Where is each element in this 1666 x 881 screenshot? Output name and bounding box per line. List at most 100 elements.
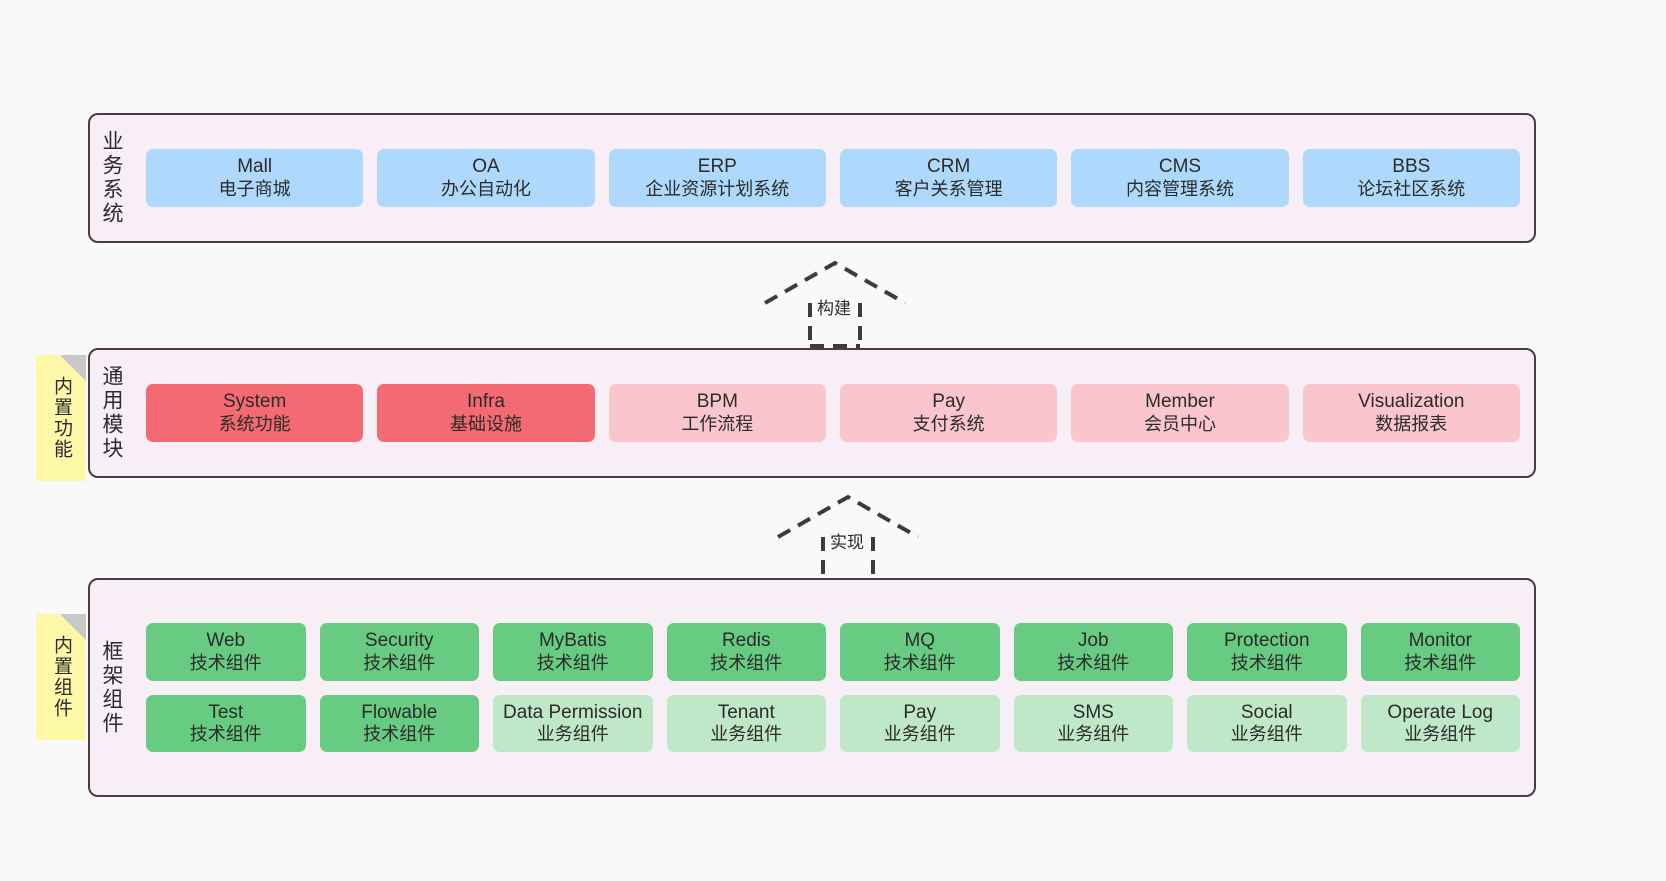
node-title: BPM — [696, 391, 738, 413]
node-test[interactable]: Test 技术组件 — [146, 694, 306, 752]
node-title: BBS — [1392, 156, 1431, 178]
layer-body-common-modules: System 系统功能 Infra 基础设施 BPM 工作流程 Pay 支付系统… — [132, 350, 1534, 476]
node-subtitle: 系统功能 — [218, 413, 291, 434]
node-protection[interactable]: Protection 技术组件 — [1187, 623, 1347, 681]
node-subtitle: 技术组件 — [363, 723, 436, 744]
node-social[interactable]: Social 业务组件 — [1187, 694, 1347, 752]
node-subtitle: 内容管理系统 — [1125, 178, 1234, 199]
node-subtitle: 业务组件 — [710, 723, 783, 744]
node-title: Test — [208, 701, 244, 723]
node-subtitle: 技术组件 — [536, 652, 609, 673]
node-subtitle: 技术组件 — [1230, 652, 1303, 673]
node-row: Mall 电子商城 OA 办公自动化 ERP 企业资源计划系统 CRM 客户关系… — [146, 149, 1520, 207]
layer-business-systems[interactable]: 业务系统 Mall 电子商城 OA 办公自动化 ERP 企业资源计划系统 CRM… — [88, 113, 1536, 243]
node-tenant[interactable]: Tenant 业务组件 — [666, 694, 826, 752]
node-sms[interactable]: SMS 业务组件 — [1013, 694, 1173, 752]
sticky-note-label: 内置功能 — [50, 376, 72, 460]
node-subtitle: 数据报表 — [1375, 413, 1448, 434]
layer-body-framework-components: Web 技术组件 Security 技术组件 MyBatis 技术组件 Redi… — [132, 580, 1534, 795]
node-subtitle: 业务组件 — [883, 723, 956, 744]
node-visualization[interactable]: Visualization 数据报表 — [1302, 384, 1520, 442]
node-subtitle: 技术组件 — [883, 652, 956, 673]
layer-label-common-modules: 通用模块 — [100, 365, 124, 461]
node-title: Tenant — [717, 701, 775, 723]
node-member[interactable]: Member 会员中心 — [1071, 384, 1289, 442]
node-title: Protection — [1223, 630, 1310, 652]
node-subtitle: 会员中心 — [1143, 413, 1216, 434]
node-title: SMS — [1072, 701, 1114, 723]
node-title: Infra — [466, 391, 505, 413]
node-title: CMS — [1158, 156, 1202, 178]
node-oa[interactable]: OA 办公自动化 — [377, 149, 595, 207]
node-subtitle: 基础设施 — [449, 413, 522, 434]
node-security[interactable]: Security 技术组件 — [319, 623, 479, 681]
node-subtitle: 技术组件 — [710, 652, 783, 673]
node-row: Test 技术组件 Flowable 技术组件 Data Permission … — [146, 694, 1520, 752]
node-title: ERP — [697, 156, 737, 178]
node-mq[interactable]: MQ 技术组件 — [840, 623, 1000, 681]
node-subtitle: 论坛社区系统 — [1357, 178, 1466, 199]
node-subtitle: 技术组件 — [1404, 652, 1477, 673]
node-subtitle: 技术组件 — [363, 652, 436, 673]
node-subtitle: 业务组件 — [1230, 723, 1303, 744]
node-title: Pay — [932, 391, 966, 413]
node-title: Member — [1145, 391, 1215, 413]
node-infra[interactable]: Infra 基础设施 — [377, 384, 595, 442]
node-subtitle: 技术组件 — [1057, 652, 1130, 673]
node-title: Job — [1077, 630, 1109, 652]
node-subtitle: 业务组件 — [1057, 723, 1130, 744]
node-crm[interactable]: CRM 客户关系管理 — [839, 149, 1058, 207]
node-flowable[interactable]: Flowable 技术组件 — [319, 694, 479, 752]
node-mall[interactable]: Mall 电子商城 — [146, 149, 364, 207]
layer-body-business-systems: Mall 电子商城 OA 办公自动化 ERP 企业资源计划系统 CRM 客户关系… — [132, 115, 1534, 241]
node-title: CRM — [927, 156, 971, 178]
node-monitor[interactable]: Monitor 技术组件 — [1360, 623, 1520, 681]
node-title: Social — [1240, 701, 1293, 723]
node-subtitle: 技术组件 — [189, 652, 262, 673]
node-job[interactable]: Job 技术组件 — [1013, 623, 1173, 681]
node-system[interactable]: System 系统功能 — [146, 384, 364, 442]
node-subtitle: 业务组件 — [536, 723, 609, 744]
node-title: MyBatis — [538, 630, 607, 652]
node-bbs[interactable]: BBS 论坛社区系统 — [1302, 149, 1520, 207]
sticky-note-builtin-components[interactable]: 内置组件 — [36, 614, 86, 740]
node-bpm[interactable]: BPM 工作流程 — [608, 384, 826, 442]
node-title: Data Permission — [503, 701, 643, 723]
node-title: Operate Log — [1387, 701, 1494, 723]
node-cms[interactable]: CMS 内容管理系统 — [1071, 149, 1289, 207]
node-redis[interactable]: Redis 技术组件 — [666, 623, 826, 681]
node-subtitle: 支付系统 — [912, 413, 985, 434]
node-operate-log[interactable]: Operate Log 业务组件 — [1360, 694, 1520, 752]
layer-label-business-systems: 业务系统 — [100, 130, 124, 226]
node-title: MQ — [904, 630, 936, 652]
node-title: Flowable — [361, 701, 438, 723]
sticky-note-label: 内置组件 — [50, 635, 72, 719]
node-subtitle: 电子商城 — [218, 178, 291, 199]
node-title: Monitor — [1408, 630, 1472, 652]
layer-framework-components[interactable]: 框架组件 Web 技术组件 Security 技术组件 MyBatis 技术组件… — [88, 578, 1536, 797]
node-erp[interactable]: ERP 企业资源计划系统 — [608, 149, 826, 207]
node-subtitle: 办公自动化 — [440, 178, 531, 199]
node-subtitle: 业务组件 — [1404, 723, 1477, 744]
connector-implement-label: 实现 — [830, 533, 864, 552]
node-row: System 系统功能 Infra 基础设施 BPM 工作流程 Pay 支付系统… — [146, 384, 1520, 442]
node-data-permission[interactable]: Data Permission 业务组件 — [493, 694, 653, 752]
node-row: Web 技术组件 Security 技术组件 MyBatis 技术组件 Redi… — [146, 623, 1520, 681]
node-title: Redis — [721, 630, 771, 652]
node-title: Security — [364, 630, 434, 652]
node-subtitle: 企业资源计划系统 — [645, 178, 790, 199]
node-subtitle: 技术组件 — [189, 723, 262, 744]
node-mybatis[interactable]: MyBatis 技术组件 — [493, 623, 653, 681]
layer-label-framework-components: 框架组件 — [100, 639, 124, 736]
sticky-note-builtin-features[interactable]: 内置功能 — [36, 355, 86, 481]
connector-build: 构建 — [755, 258, 915, 348]
node-title: OA — [472, 156, 500, 178]
node-pay-component[interactable]: Pay 业务组件 — [840, 694, 1000, 752]
node-web[interactable]: Web 技术组件 — [146, 623, 306, 681]
layer-common-modules[interactable]: 通用模块 System 系统功能 Infra 基础设施 BPM 工作流程 Pay… — [88, 348, 1536, 478]
connector-implement: 实现 — [768, 492, 928, 582]
node-title: Pay — [903, 701, 937, 723]
node-title: System — [222, 391, 287, 413]
node-pay-module[interactable]: Pay 支付系统 — [839, 384, 1058, 442]
connector-build-label: 构建 — [817, 299, 851, 318]
